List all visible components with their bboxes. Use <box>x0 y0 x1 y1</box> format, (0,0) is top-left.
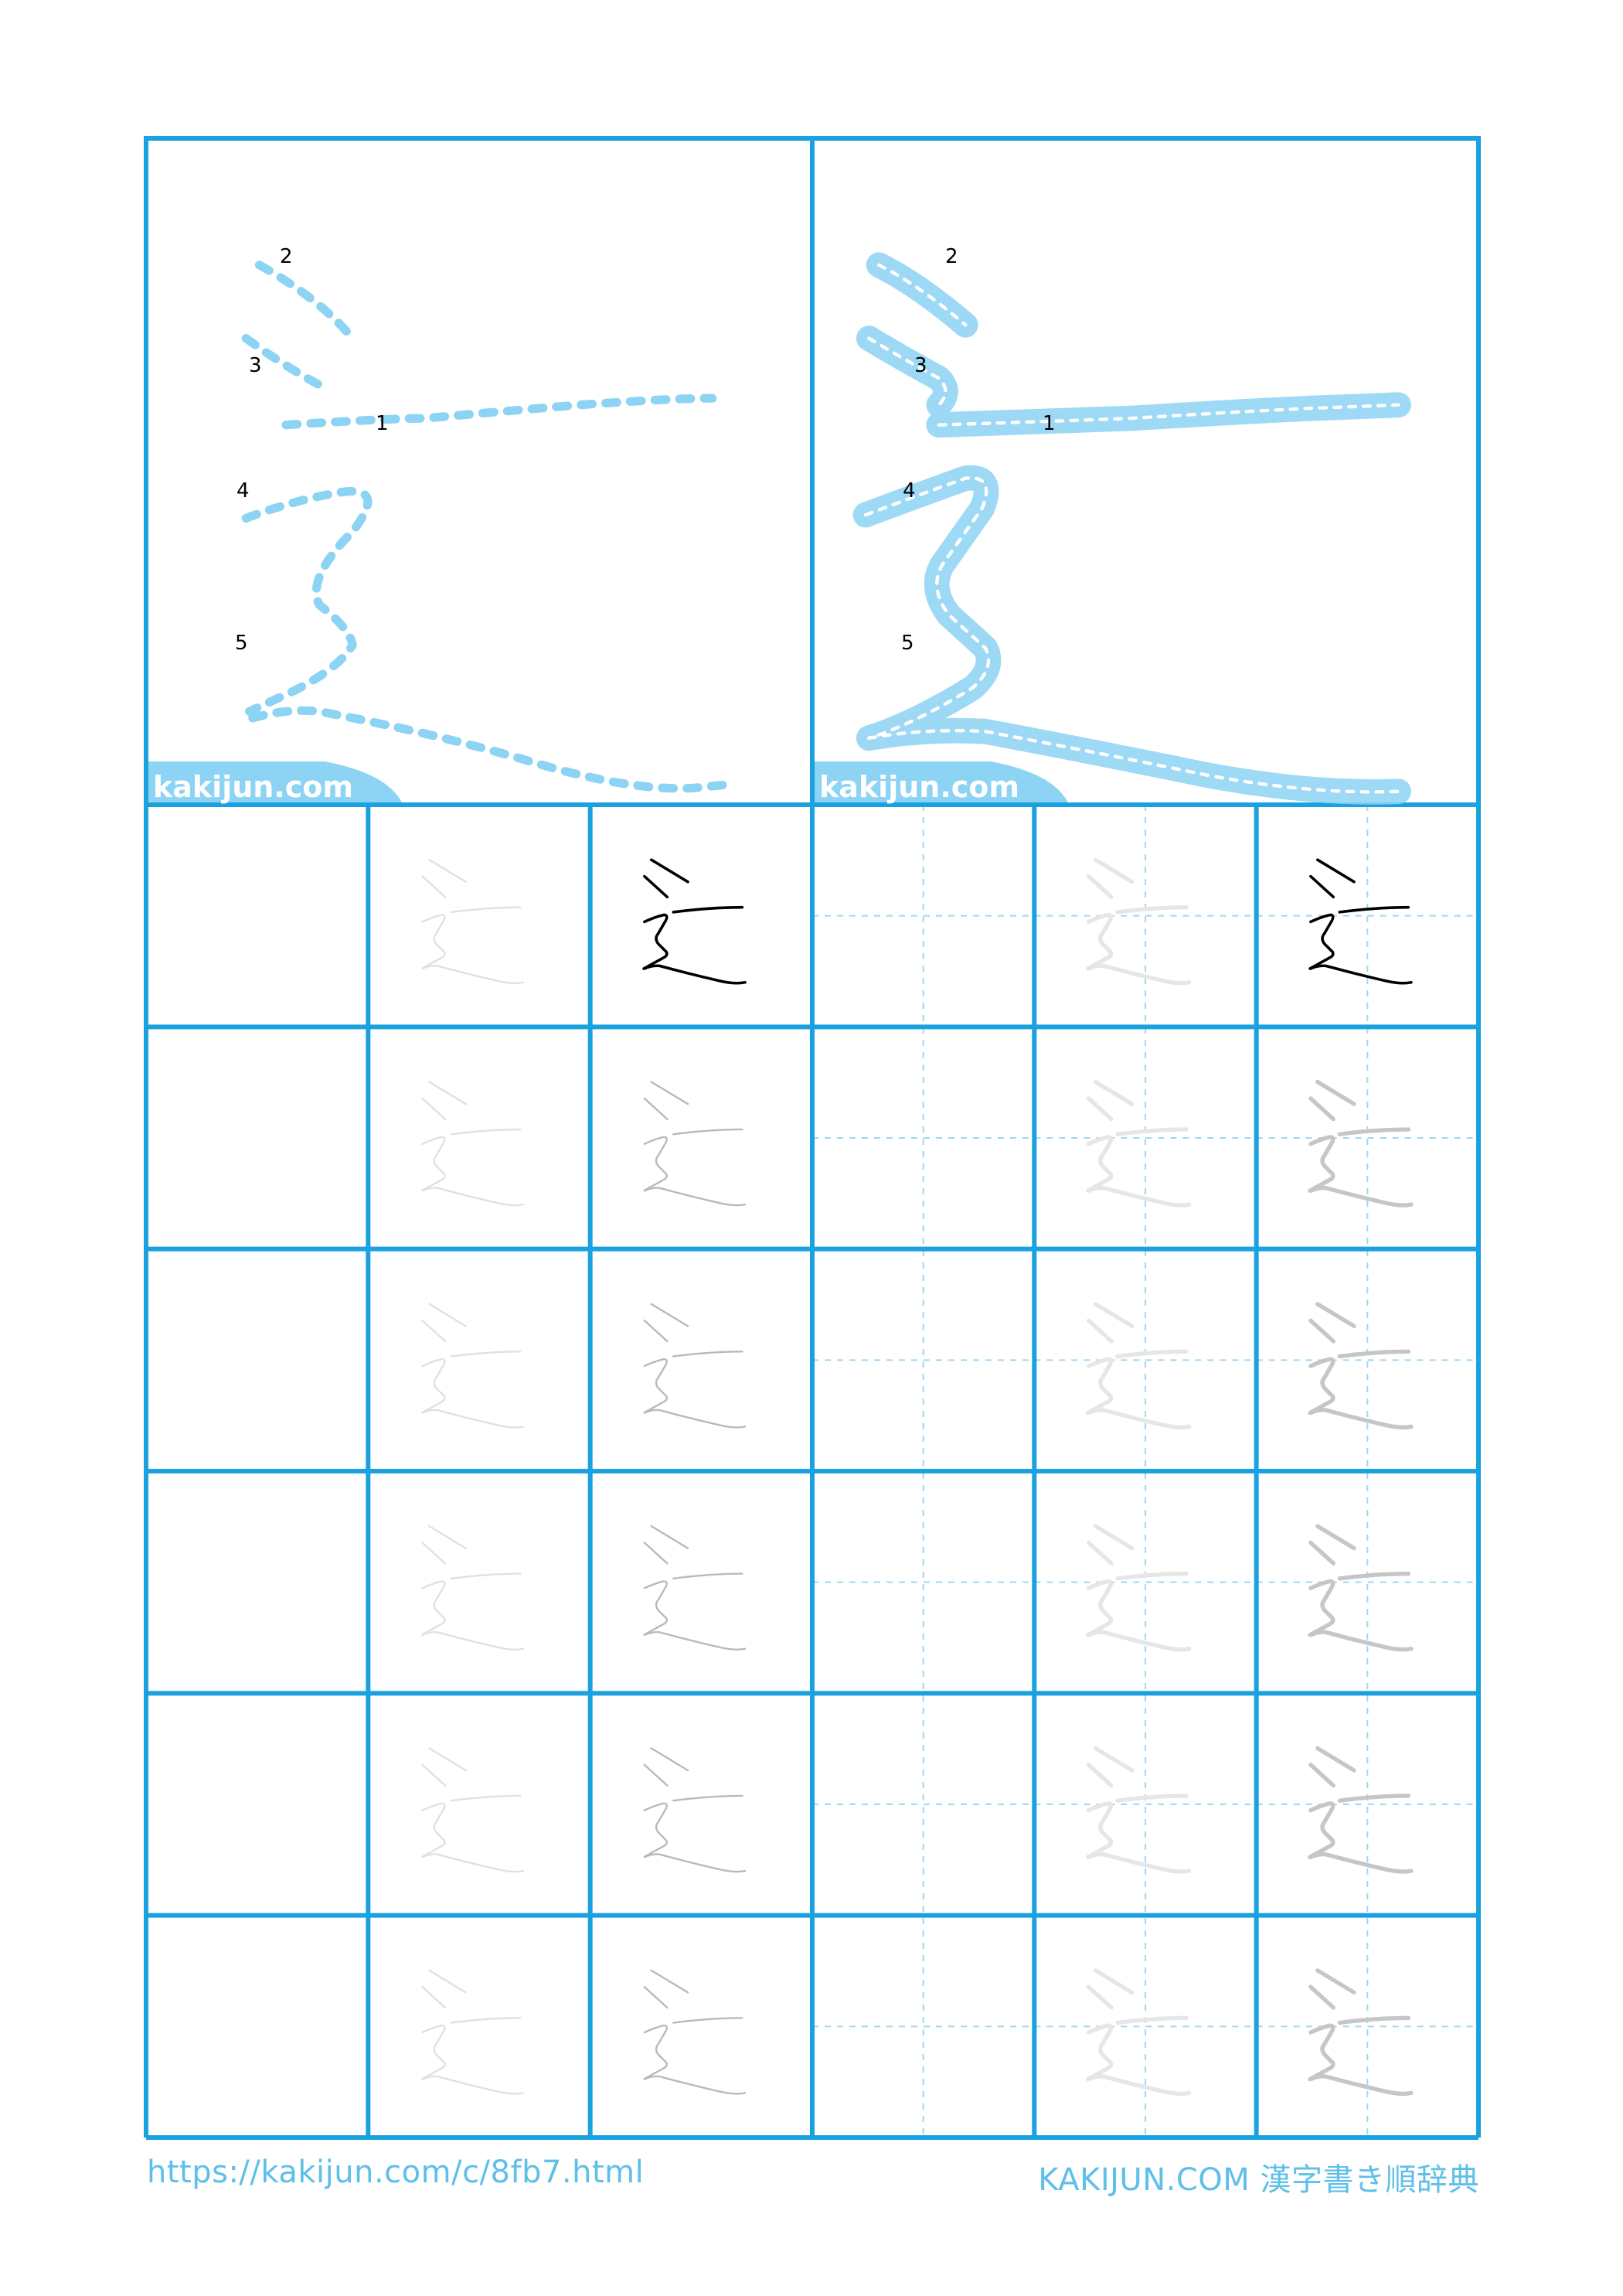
watermark-left: kakijun.com <box>148 761 402 804</box>
practice-characters <box>422 860 1411 2093</box>
practice-glyph <box>1310 1304 1411 1428</box>
stroke-number: 3 <box>249 354 262 377</box>
practice-glyph <box>644 1304 745 1428</box>
stroke-number: 2 <box>280 245 293 268</box>
stroke-number: 5 <box>901 632 914 655</box>
practice-glyph <box>1088 1971 1189 2094</box>
practice-glyph <box>422 1526 523 1650</box>
stroke-numbers-left: 1 2 3 4 5 <box>235 245 389 655</box>
stroke-number: 2 <box>945 245 958 268</box>
practice-glyph <box>644 1082 745 1206</box>
practice-glyph <box>1310 1526 1411 1650</box>
practice-glyph <box>1310 1749 1411 1872</box>
practice-glyph <box>644 1526 745 1650</box>
practice-glyph <box>644 1749 745 1872</box>
practice-grid <box>144 802 1481 2140</box>
stroke-order-bold <box>852 252 1411 805</box>
stroke-number: 1 <box>376 412 389 435</box>
stroke-number: 1 <box>1043 412 1056 435</box>
stroke-order-dashed <box>241 261 730 793</box>
stroke-numbers-right: 1 2 3 4 5 <box>901 245 1056 655</box>
practice-glyph <box>422 1749 523 1872</box>
stroke-number: 3 <box>914 354 927 377</box>
practice-glyph <box>422 860 523 983</box>
practice-glyph <box>1310 1971 1411 2094</box>
footer-site-name: KAKIJUN.COM 漢字書き順辞典 <box>1038 2162 1479 2198</box>
practice-glyph <box>1088 1749 1189 1872</box>
stroke-direction-arrows <box>863 263 1400 794</box>
practice-glyph <box>1088 1526 1189 1650</box>
footer-url[interactable]: https://kakijun.com/c/8fb7.html <box>147 2155 645 2190</box>
practice-glyph <box>1088 1082 1189 1206</box>
stroke-number: 4 <box>903 479 916 502</box>
watermark-right: kakijun.com <box>815 761 1068 804</box>
practice-glyph <box>422 1971 523 2094</box>
top-frames <box>144 136 1481 807</box>
practice-glyph <box>1310 1082 1411 1206</box>
stroke-number: 5 <box>235 632 248 655</box>
watermark-text: kakijun.com <box>153 770 353 804</box>
practice-glyph <box>1088 860 1189 983</box>
watermark-text: kakijun.com <box>819 770 1019 804</box>
practice-glyph <box>1088 1304 1189 1428</box>
practice-glyph <box>644 860 745 983</box>
practice-glyph <box>422 1082 523 1206</box>
practice-glyph <box>1310 860 1411 983</box>
practice-glyph <box>644 1971 745 2094</box>
stroke-number: 4 <box>236 479 250 502</box>
practice-glyph <box>422 1304 523 1428</box>
